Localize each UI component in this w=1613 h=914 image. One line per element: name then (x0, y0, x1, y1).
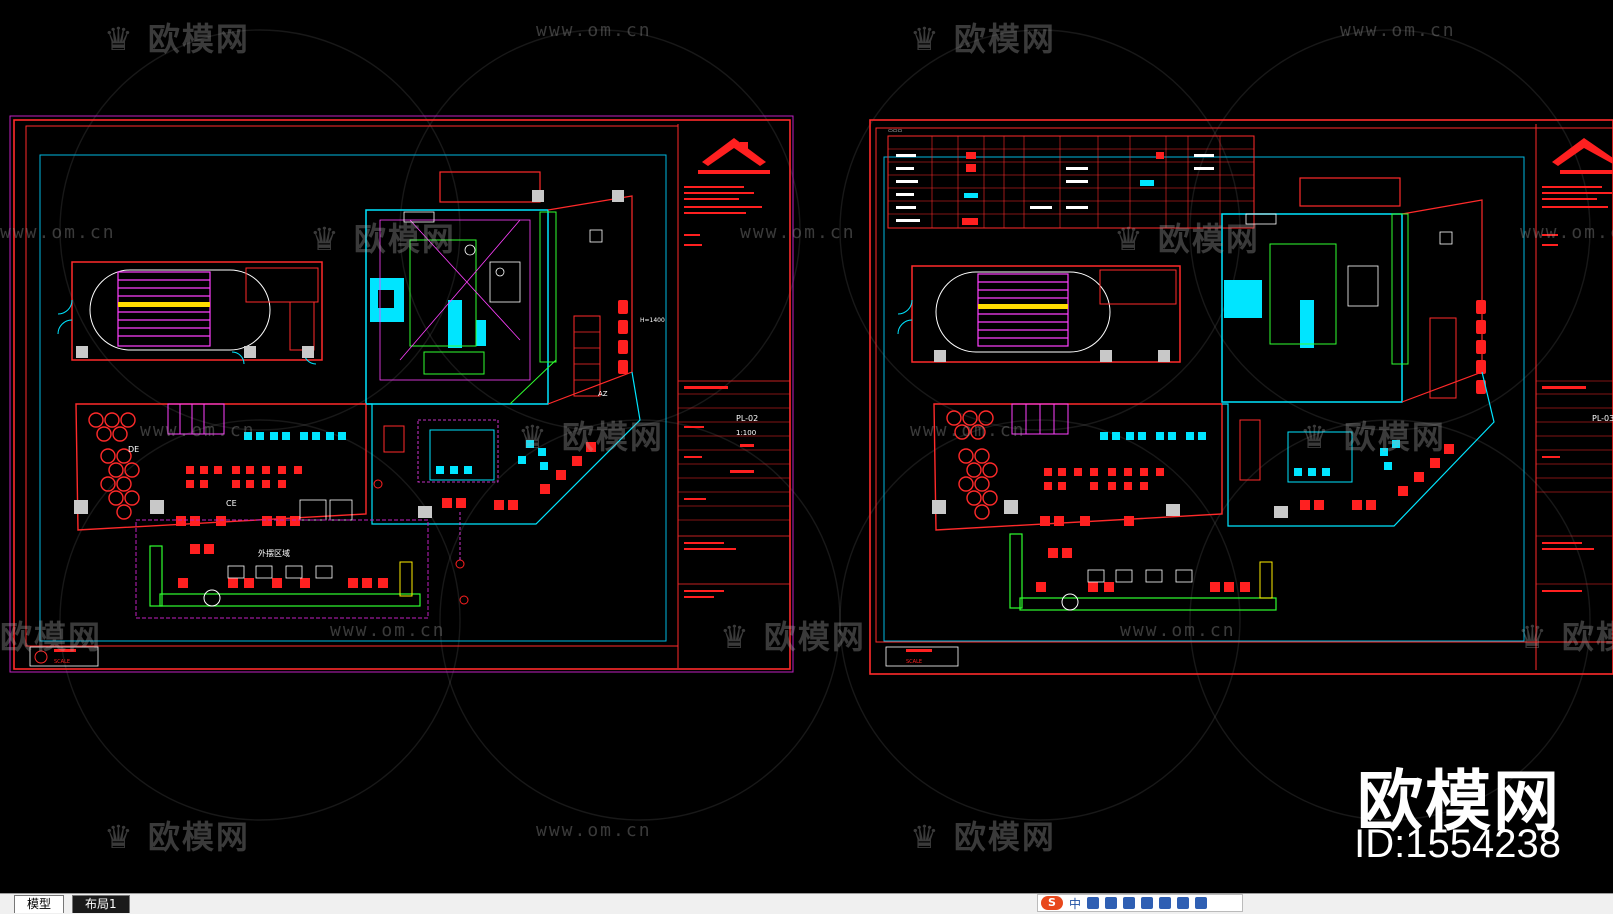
label-az-left: AZ (598, 390, 608, 398)
watermark-url: www.om.cn (1120, 620, 1236, 641)
label-outdoor-left: 外摆区域 (258, 548, 290, 558)
watermark-url: www.om.cn (1520, 222, 1613, 243)
watermark-logo: 欧模网 (0, 618, 103, 656)
ime-logo-icon[interactable]: S (1041, 896, 1063, 910)
ime-punctuation-icon[interactable] (1087, 897, 1100, 909)
watermark-logo: ♛ 欧模网 (104, 20, 250, 58)
ime-keyboard-icon[interactable] (1141, 897, 1154, 909)
ime-user-icon[interactable] (1159, 897, 1172, 909)
sheet-code-right: PL-03 (1592, 414, 1613, 423)
watermark-circles (59, 29, 1591, 821)
watermark-logo: ♛ 欧模网 (310, 220, 456, 258)
sheet-code-left: PL-02 (736, 414, 758, 423)
title-block-left (684, 138, 770, 246)
scale-left: 1:100 (736, 429, 756, 437)
tab-layout1[interactable]: 布局1 (72, 895, 130, 913)
ime-voice-icon[interactable] (1123, 897, 1136, 909)
scale-stamp-right: SCALE (885, 646, 959, 667)
ime-toolbox-icon[interactable] (1195, 897, 1208, 909)
title-block-rows-left (678, 393, 790, 521)
watermark-url: www.om.cn (0, 222, 116, 243)
dining-area-right[interactable] (932, 371, 1495, 531)
brand-logo-text: 欧模网 (1357, 763, 1561, 840)
watermark-url: www.om.cn (140, 420, 256, 441)
layout-tab-bar: 模型 布局1 (0, 893, 1613, 914)
watermark-logo: ♛ 欧模网 (910, 818, 1056, 856)
stair-hall-left[interactable] (57, 261, 323, 365)
dining-area-left[interactable]: DE (74, 371, 641, 531)
watermark-url: www.om.cn (740, 222, 856, 243)
drawing-sheet-left[interactable]: PL-02 1:100 SCALE (9, 115, 794, 673)
watermark-url: www.om.cn (536, 20, 652, 41)
legend-table-right[interactable]: ▭▭▭ (887, 128, 1255, 229)
note-h-left: H=1400 (640, 317, 665, 324)
label-ce-left: CE (226, 499, 237, 508)
tab-model[interactable]: 模型 (14, 895, 65, 913)
watermark-logo: ♛ 欧模网 (1114, 220, 1260, 258)
watermark-logo: ♛ 欧模网 (1300, 418, 1446, 456)
watermark-url: www.om.cn (330, 620, 446, 641)
watermark-url: www.om.cn (1340, 20, 1456, 41)
stair-hall-right[interactable] (897, 265, 1181, 363)
watermark-logo: ♛ 欧模网 (518, 418, 664, 456)
ime-toolbar[interactable]: S 中 (1037, 894, 1243, 912)
kitchen-right[interactable] (1221, 177, 1486, 403)
watermark-logo: ♛ 欧模网 (910, 20, 1056, 58)
outdoor-area-right[interactable] (1009, 533, 1277, 611)
scale-text-right: SCALE (906, 659, 922, 665)
watermark-logo: ♛ 欧模网 (104, 818, 250, 856)
ime-skin-icon[interactable] (1177, 897, 1190, 909)
svg-text:▭▭▭: ▭▭▭ (888, 128, 902, 134)
drawing-sheet-right[interactable]: PL-03 ▭▭▭ (869, 119, 1613, 675)
ime-language-toggle[interactable]: 中 (1069, 896, 1082, 911)
watermark-url: www.om.cn (536, 820, 652, 841)
brand-id-label: ID:1554238 (1354, 822, 1561, 866)
kitchen-left[interactable]: H=1400 AZ (365, 171, 665, 405)
outdoor-area-left[interactable]: 外摆区域 (135, 479, 469, 619)
watermark-logo: ♛ 欧模网 (1518, 618, 1613, 656)
scale-text-left: SCALE (54, 659, 70, 665)
watermark-logo: ♛ 欧模网 (720, 618, 866, 656)
ime-emoji-icon[interactable] (1105, 897, 1118, 909)
title-block-right (1542, 138, 1613, 592)
label-de-left: DE (128, 445, 139, 454)
cad-canvas[interactable]: PL-02 1:100 SCALE (0, 0, 1613, 893)
scale-stamp-left: SCALE (29, 646, 99, 667)
watermark-url: www.om.cn (910, 420, 1026, 441)
